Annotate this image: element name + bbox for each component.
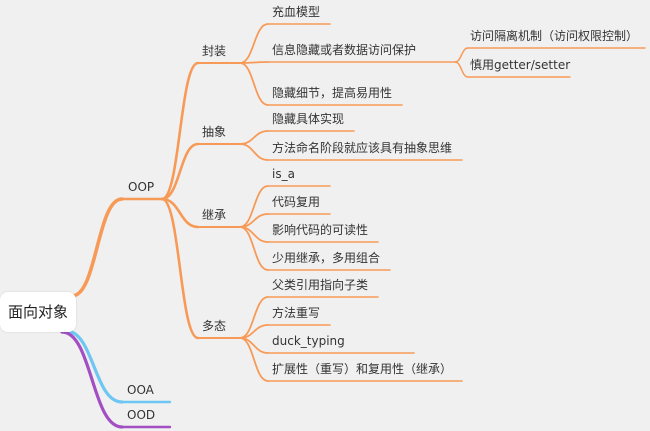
connector-access-protection-sub-1: [454, 61, 469, 78]
connector-encapsulation-leaf-1: [239, 61, 269, 64]
inheritance-leaf-3-label[interactable]: 少用继承，多用组合: [272, 251, 381, 265]
connector-root-ood: [60, 330, 124, 429]
branch-ooa-label[interactable]: OOA: [127, 383, 154, 397]
connector-root-ooa: [64, 329, 124, 404]
connector-abstraction-leaf-1: [239, 143, 269, 161]
connector-encapsulation-leaf-0: [239, 23, 269, 64]
connector-oop-encapsulation: [160, 61, 200, 201]
category-inheritance-label[interactable]: 继承: [202, 208, 227, 222]
encapsulation-leaf-2-label[interactable]: 隐藏细节，提高易用性: [272, 86, 393, 100]
abstraction-leaf-0-label[interactable]: 隐藏具体实现: [272, 112, 345, 126]
category-polymorphism-label[interactable]: 多态: [202, 319, 227, 333]
polymorphism-leaf-2-label[interactable]: duck_typing: [272, 334, 345, 348]
connector-root-oop: [70, 197, 124, 298]
connector-abstraction-leaf-0: [239, 130, 269, 145]
connector-inheritance-leaf-3: [239, 226, 269, 271]
access-protection-sub-0-label[interactable]: 访问隔离机制（访问权限控制）: [470, 29, 639, 43]
polymorphism-leaf-3-label[interactable]: 扩展性（重写）和复用性（继承）: [272, 362, 453, 376]
inheritance-leaf-2-label[interactable]: 影响代码的可读性: [272, 223, 369, 237]
branch-oop-label[interactable]: OOP: [128, 180, 155, 194]
connector-encapsulation-leaf-2: [239, 62, 269, 106]
inheritance-leaf-1-label[interactable]: 代码复用: [272, 195, 321, 209]
root-node[interactable]: 面向对象: [0, 292, 76, 332]
encapsulation-leaf-0-label[interactable]: 充血模型: [272, 5, 321, 19]
category-encapsulation-label[interactable]: 封装: [202, 44, 227, 58]
category-abstraction-label[interactable]: 抽象: [202, 125, 227, 139]
abstraction-leaf-1-label[interactable]: 方法命名阶段就应该具有抽象思维: [272, 141, 453, 155]
branch-ood-label[interactable]: OOD: [127, 408, 156, 422]
inheritance-leaf-0-label[interactable]: is_a: [272, 167, 295, 181]
access-protection-sub-1-label[interactable]: 慎用getter/setter: [470, 58, 571, 72]
connector-oop-abstraction: [160, 142, 200, 201]
connector-oop-polymorphism: [160, 197, 200, 340]
connector-polymorphism-leaf-3: [239, 337, 269, 382]
polymorphism-leaf-0-label[interactable]: 父类引用指向子类: [272, 278, 369, 292]
connector-access-protection-sub-0: [454, 47, 469, 63]
encapsulation-leaf-1-label[interactable]: 信息隐藏或者数据访问保护: [272, 43, 417, 57]
polymorphism-leaf-1-label[interactable]: 方法重写: [272, 306, 321, 320]
